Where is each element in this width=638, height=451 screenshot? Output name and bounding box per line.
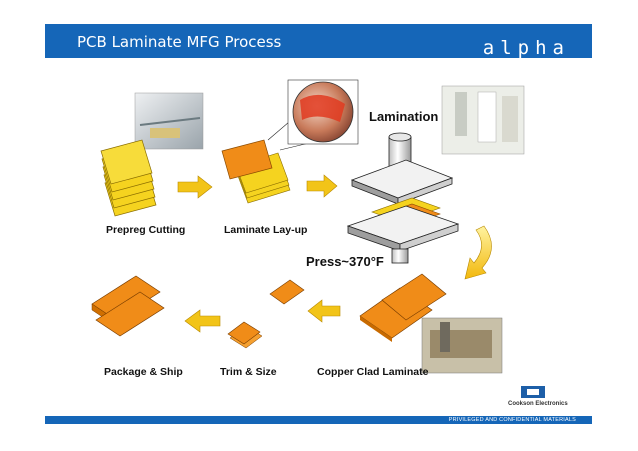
curved-arrow-down: [464, 225, 492, 280]
trim-size-pieces: [227, 279, 305, 349]
label-copper-clad-laminate: Copper Clad Laminate: [317, 366, 429, 378]
lamination-press: [346, 132, 460, 264]
copper-clad-stack: [359, 273, 503, 374]
arrow-right-2: [306, 174, 338, 198]
label-lamination: Lamination: [369, 109, 439, 124]
package-stack: [91, 275, 165, 337]
lamination-photo: [441, 85, 525, 155]
magnified-copper-photo: [267, 79, 359, 151]
layup-stack: [221, 139, 291, 204]
label-trim-size: Trim & Size: [220, 366, 277, 378]
slide-title: PCB Laminate MFG Process: [77, 33, 282, 51]
label-laminate-layup: Laminate Lay-up: [224, 224, 308, 236]
label-prepreg-cutting: Prepreg Cutting: [106, 224, 186, 236]
label-press: Press~370°F: [306, 254, 384, 269]
cookson-company-name: Cookson Electronics: [508, 401, 568, 407]
footer-bar: PRIVILEGED AND CONFIDENTIAL MATERIALS: [45, 416, 592, 424]
cookson-logo-icon: [521, 386, 545, 398]
brand-logo: alpha: [482, 37, 570, 59]
label-package-ship: Package & Ship: [104, 366, 183, 378]
prepreg-stack: [100, 92, 204, 217]
arrow-left-2: [184, 309, 221, 333]
arrow-left-1: [307, 299, 341, 323]
confidential-notice: PRIVILEGED AND CONFIDENTIAL MATERIALS: [448, 417, 576, 423]
arrow-right-1: [177, 175, 213, 199]
header-bar: PCB Laminate MFG Process alpha: [45, 24, 592, 59]
